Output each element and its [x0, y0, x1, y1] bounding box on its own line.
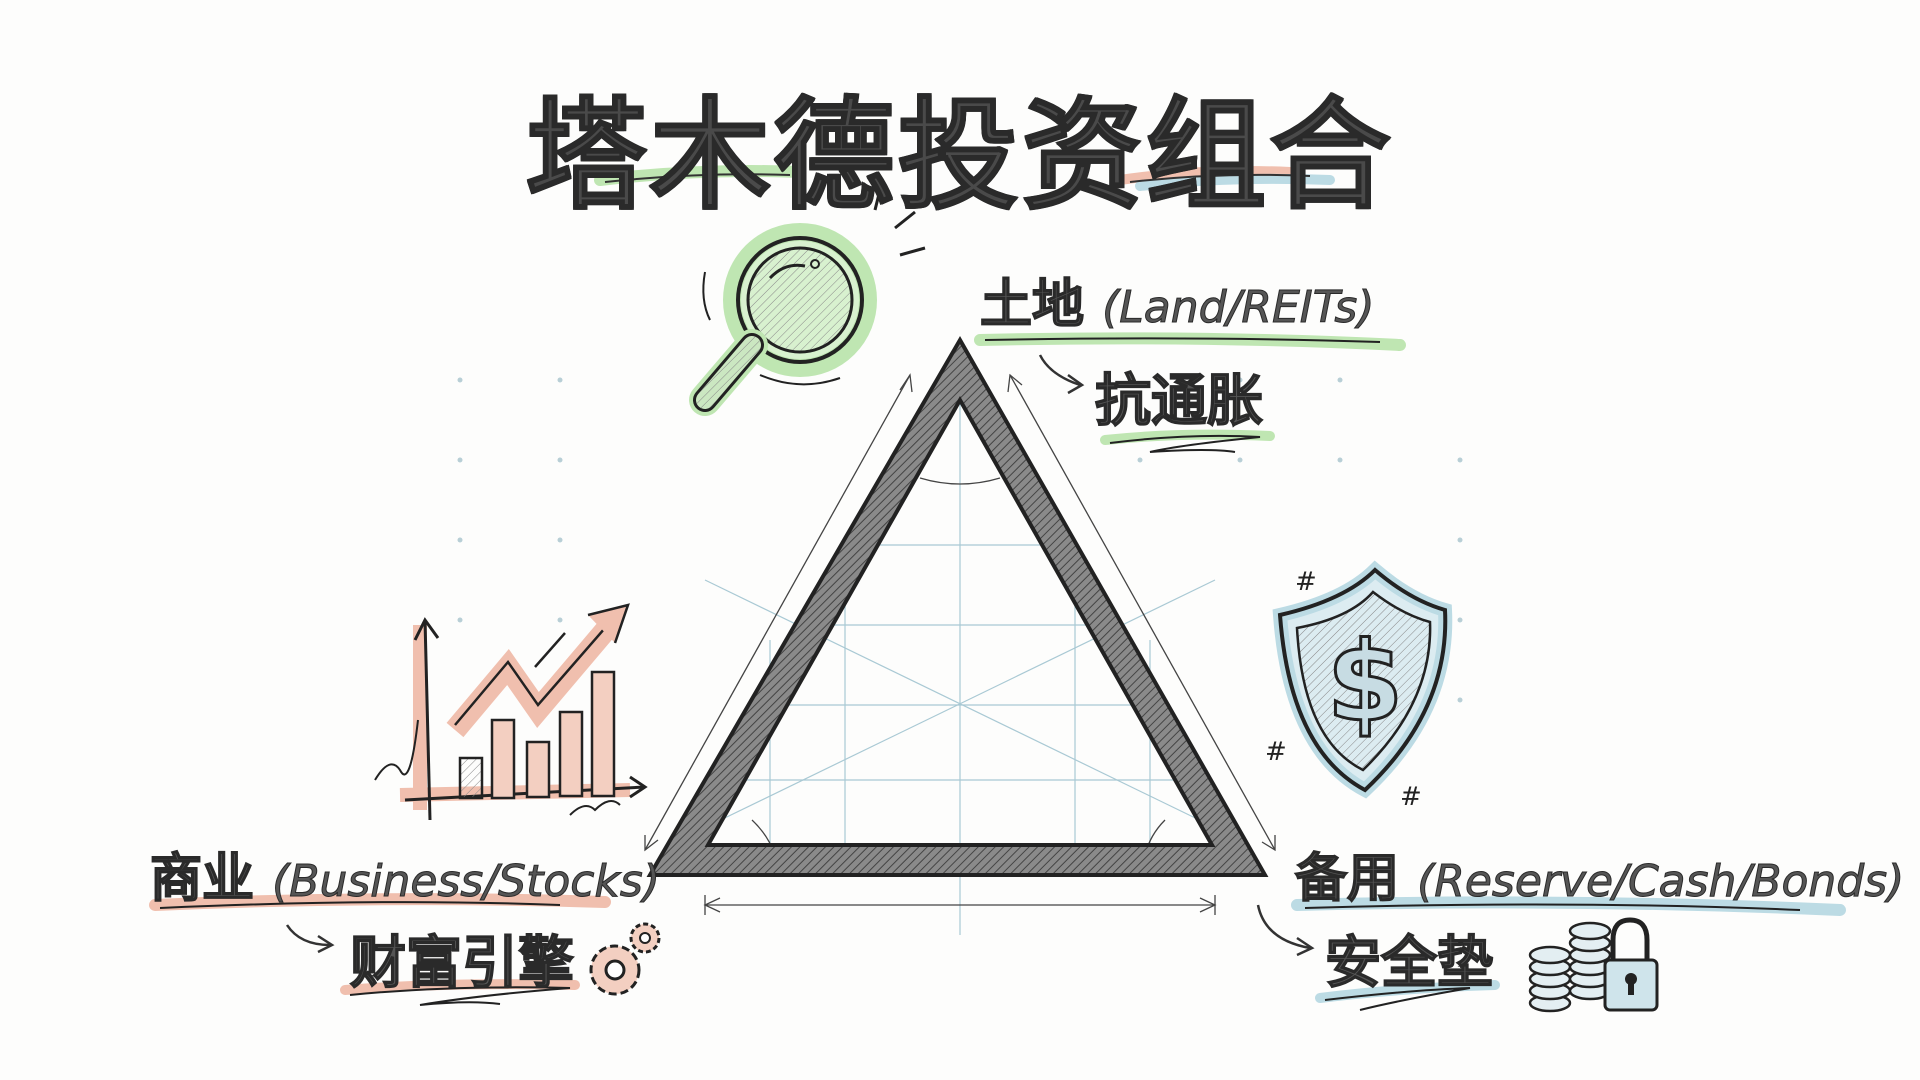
reserve-benefit: 安全垫 [1324, 930, 1494, 997]
shield-dollar-icon: $ # # # [1265, 560, 1453, 812]
svg-text:#: # [1400, 782, 1422, 812]
title-underline-left [594, 165, 806, 186]
land-benefit: 抗通胀 [1094, 368, 1264, 435]
svg-text:#: # [1295, 567, 1317, 597]
dot-grid [457, 377, 1463, 703]
land-underline [974, 332, 1406, 453]
business-label: 商业 (Business/Stocks) [149, 836, 661, 911]
land-label-cn: 土地 [979, 274, 1085, 336]
business-underline [149, 893, 611, 1006]
page-title: 塔木德投资组合 [525, 86, 1394, 227]
growth-chart-icon [374, 603, 648, 821]
svg-text:#: # [1265, 737, 1287, 767]
gears-icon [589, 922, 661, 996]
land-label-en: (Land/REITs) [1102, 282, 1375, 334]
dimension-lines [644, 373, 1276, 915]
connector-arrows [285, 354, 1315, 957]
triangle-grid [690, 400, 1230, 935]
reserve-underline [1291, 896, 1846, 1011]
coins-lock-icon [1528, 917, 1659, 1013]
svg-text:$: $ [1327, 618, 1404, 746]
title-underline-right [1115, 166, 1335, 191]
land-label: 土地 (Land/REITs) [979, 262, 1375, 337]
business-label-en: (Business/Stocks) [272, 856, 661, 908]
reserve-label-en: (Reserve/Cash/Bonds) [1417, 856, 1905, 908]
reserve-label: 备用 (Reserve/Cash/Bonds) [1294, 836, 1905, 911]
triangle-frame [646, 335, 1269, 877]
reserve-label-cn: 备用 [1294, 848, 1400, 910]
magnifying-glass-icon [689, 189, 926, 416]
business-benefit: 财富引擎 [349, 930, 575, 997]
business-label-cn: 商业 [149, 848, 255, 910]
